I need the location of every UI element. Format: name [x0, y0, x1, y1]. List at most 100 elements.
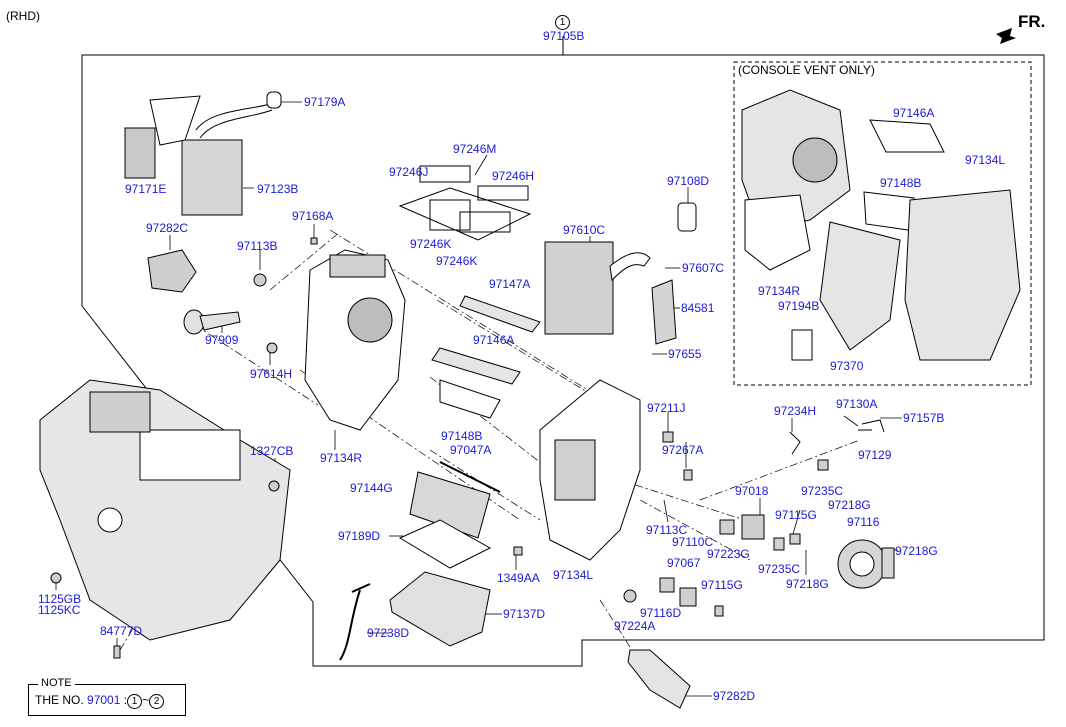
- evaporator-97610C: [544, 241, 651, 335]
- console-vent-only-label: (CONSOLE VENT ONLY): [738, 63, 875, 77]
- part-97113B[interactable]: 97113B: [237, 239, 278, 253]
- part-97146A[interactable]: 97146A: [473, 333, 515, 347]
- note-from-circle: 1: [127, 694, 143, 709]
- part-97179A[interactable]: 97179A: [304, 95, 346, 109]
- part-97246J[interactable]: 97246J: [389, 165, 429, 179]
- part-97047A[interactable]: 97047A: [450, 443, 492, 457]
- lower-case-97137D: [389, 571, 491, 647]
- note-tilde: ~: [142, 693, 150, 707]
- small-links: [789, 419, 885, 455]
- gasket-97179A: [266, 91, 282, 109]
- note-text: THE NO. 97001 :1~2: [35, 693, 165, 709]
- part-97168A[interactable]: 97168A: [292, 209, 334, 223]
- part-97246M[interactable]: 97246M: [453, 142, 497, 156]
- part-1327CB[interactable]: 1327CB: [250, 444, 294, 458]
- console-part-97146A[interactable]: 97146A: [893, 106, 935, 120]
- part-1125KC[interactable]: 1125KC: [38, 603, 81, 617]
- part-97614H[interactable]: 97614H: [250, 367, 293, 381]
- part-97223G[interactable]: 97223G: [707, 547, 750, 561]
- blower-case-left: [304, 249, 406, 431]
- note-title: NOTE: [38, 677, 75, 689]
- part-97147A[interactable]: 97147A: [489, 277, 531, 291]
- console-parts: [741, 89, 1021, 361]
- part-97105B[interactable]: 97105B: [543, 29, 585, 43]
- plate-97108D: [677, 202, 697, 232]
- ref-circle-number: 1: [555, 15, 570, 30]
- console-part-97134L[interactable]: 97134L: [965, 153, 1006, 167]
- actuators-right: [513, 431, 829, 617]
- part-97110C[interactable]: 97110C: [672, 535, 714, 549]
- part-97018[interactable]: 97018: [735, 484, 769, 498]
- doors-97147A-97146A-97148B: [431, 295, 541, 419]
- console-part-97370[interactable]: 97370: [830, 359, 864, 373]
- console-part-97134R[interactable]: 97134R: [758, 284, 801, 298]
- part-97610C[interactable]: 97610C: [563, 223, 606, 237]
- tray-97189D: [398, 519, 492, 569]
- part-97116[interactable]: 97116: [847, 515, 880, 529]
- part-84581[interactable]: 84581: [681, 301, 715, 315]
- part-97224A[interactable]: 97224A: [614, 619, 656, 633]
- filter-seals: [398, 165, 532, 241]
- part-97113C[interactable]: 97113C: [646, 523, 688, 537]
- console-vent-box: [733, 61, 1032, 386]
- duct-97282D: [627, 649, 691, 709]
- part-97282D[interactable]: 97282D: [713, 689, 756, 703]
- part-97134L[interactable]: 97134L: [553, 568, 594, 582]
- part-97123B[interactable]: 97123B: [257, 182, 299, 196]
- console-part-97148B[interactable]: 97148B: [880, 176, 922, 190]
- part-97148B[interactable]: 97148B: [441, 429, 483, 443]
- part-97909[interactable]: 97909: [205, 333, 239, 347]
- heater-core: [124, 95, 273, 216]
- part-97246K-b[interactable]: 97246K: [436, 254, 478, 268]
- note-code[interactable]: 97001: [87, 693, 121, 707]
- part-97211J[interactable]: 97211J: [647, 401, 686, 415]
- part-1349AA[interactable]: 1349AA: [497, 571, 540, 585]
- assembly-outline: [81, 36, 1045, 667]
- part-97267A[interactable]: 97267A: [662, 443, 704, 457]
- small-fasteners: [50, 237, 318, 659]
- part-97134R[interactable]: 97134R: [320, 451, 363, 465]
- part-97144G[interactable]: 97144G: [350, 481, 393, 495]
- reference-circle: 1: [555, 15, 570, 30]
- part-97655[interactable]: 97655: [668, 347, 702, 361]
- front-arrow-icon: [996, 28, 1016, 44]
- part-97246H[interactable]: 97246H: [492, 169, 535, 183]
- variant-label: (RHD): [6, 9, 40, 23]
- part-97108D[interactable]: 97108D: [667, 174, 710, 188]
- part-84777D[interactable]: 84777D: [100, 624, 143, 638]
- part-97607C[interactable]: 97607C: [682, 261, 725, 275]
- part-97246K-a[interactable]: 97246K: [410, 237, 452, 251]
- bracket-84581: [651, 279, 677, 345]
- part-97157B[interactable]: 97157B: [903, 411, 945, 425]
- part-97235C-b[interactable]: 97235C: [758, 562, 801, 576]
- hose-97238D: [339, 583, 371, 661]
- part-1125GB[interactable]: 1125GB: [38, 592, 82, 606]
- console-part-97194B[interactable]: 97194B: [778, 299, 820, 313]
- part-97218G-a[interactable]: 97218G: [828, 498, 871, 512]
- part-97130A[interactable]: 97130A: [836, 397, 878, 411]
- actuator-97282C: [147, 249, 197, 293]
- part-97234H[interactable]: 97234H: [774, 404, 817, 418]
- part-97238D[interactable]: 97238D: [367, 626, 410, 640]
- note-prefix: THE NO.: [35, 693, 84, 707]
- part-97218G-c[interactable]: 97218G: [786, 577, 829, 591]
- part-97067[interactable]: 97067: [667, 556, 701, 570]
- part-97137D[interactable]: 97137D: [503, 607, 546, 621]
- complete-unit: [39, 379, 291, 641]
- part-97116D[interactable]: 97116D: [640, 606, 682, 620]
- part-97171E[interactable]: 97171E: [125, 182, 167, 196]
- note-to-circle: 2: [149, 694, 165, 709]
- part-97115G-b[interactable]: 97115G: [775, 508, 817, 522]
- part-97235C-a[interactable]: 97235C: [801, 484, 844, 498]
- part-97189D[interactable]: 97189D: [338, 529, 381, 543]
- duct-97909: [183, 309, 241, 335]
- blower-motor-97116: [837, 539, 895, 589]
- note-box: [28, 684, 186, 716]
- part-97282C[interactable]: 97282C: [146, 221, 189, 235]
- note-separator: :: [123, 693, 128, 707]
- part-97129[interactable]: 97129: [858, 448, 892, 462]
- part-97218G-b[interactable]: 97218G: [895, 544, 938, 558]
- part-97115G-a[interactable]: 97115G: [701, 578, 743, 592]
